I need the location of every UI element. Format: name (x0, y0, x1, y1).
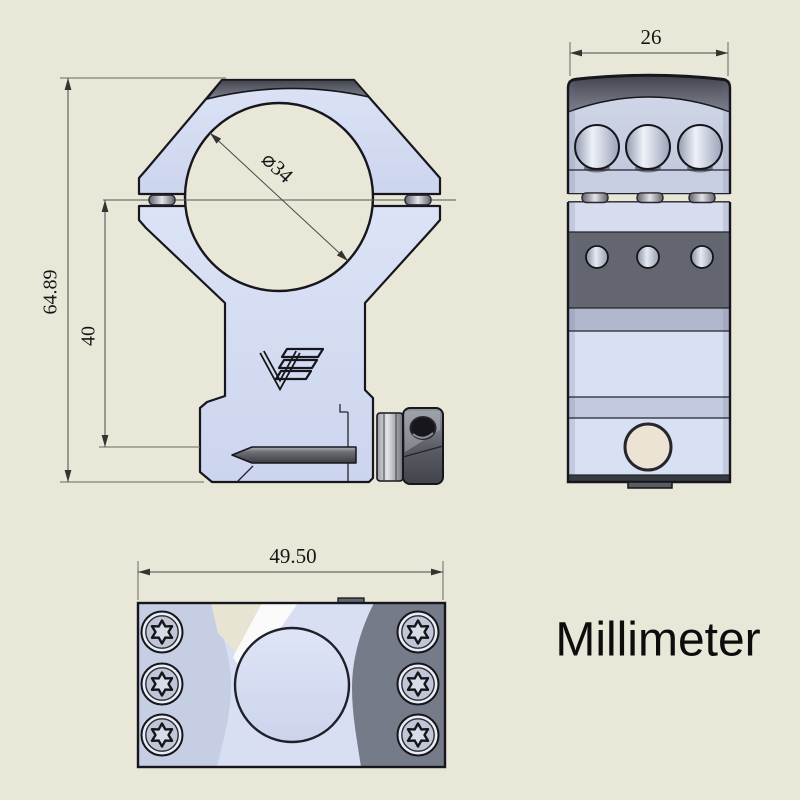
side-light-section-1 (568, 331, 730, 397)
cross-bolt-shaft (231, 446, 357, 464)
nut-hole-glint (412, 432, 434, 439)
side-recoil-tab (627, 481, 673, 489)
bottom-tube-circle (233, 626, 351, 744)
torx-screw (140, 662, 184, 706)
side-boss-2 (636, 192, 664, 204)
side-section-lines (568, 169, 730, 476)
bottom-view: 49.50 (136, 544, 447, 769)
torx-screw (140, 713, 184, 757)
side-bottom-strip (568, 475, 730, 482)
side-band-upper (568, 170, 730, 193)
side-screw-2 (636, 245, 660, 269)
front-view: 64.89 40 ⌀34 (40, 77, 456, 485)
side-boss-1 (581, 192, 609, 204)
side-screw-1 (585, 245, 609, 269)
vector-optics-logo (259, 347, 325, 392)
side-band-lower (568, 202, 730, 232)
side-width-label: 26 (641, 25, 662, 49)
dimension-overall-height: 64.89 (40, 77, 226, 483)
bottom-reflection-cream (211, 603, 262, 652)
hex-nut-facet-line (402, 445, 444, 458)
torx-screw (396, 713, 440, 757)
side-band-medium (568, 308, 730, 331)
unit-label: Millimeter (555, 614, 760, 667)
bottom-length-label: 49.50 (269, 544, 316, 568)
torx-screw (140, 610, 184, 654)
side-edge-shade-right (723, 80, 730, 475)
overall-height-label: 64.89 (40, 270, 62, 315)
dimension-bottom-length: 49.50 (137, 544, 444, 600)
axis-to-base-label: 40 (78, 326, 100, 346)
dimension-side-width: 26 (569, 25, 729, 76)
side-band-recess (568, 397, 730, 418)
ring-lower-half-base (137, 204, 442, 484)
side-edge-shade-left (568, 80, 575, 475)
side-screw-3 (690, 245, 714, 269)
recoil-lug-hole (623, 422, 673, 472)
bolt-washer (376, 412, 404, 482)
torx-screw (396, 610, 440, 654)
side-dark-section (568, 232, 730, 308)
side-view: 26 (564, 25, 734, 489)
dimension-axis-to-base: 40 (78, 200, 200, 448)
side-outline (566, 73, 732, 484)
clamp-boss-right (404, 194, 432, 206)
bottom-outline (136, 601, 447, 769)
ring-cap-dark (206, 79, 370, 100)
washer-rim-lines (383, 413, 397, 481)
side-boss-3 (688, 192, 716, 204)
torx-screw (396, 662, 440, 706)
clamp-boss-left (148, 194, 176, 206)
nut-slot-hole (409, 416, 437, 440)
